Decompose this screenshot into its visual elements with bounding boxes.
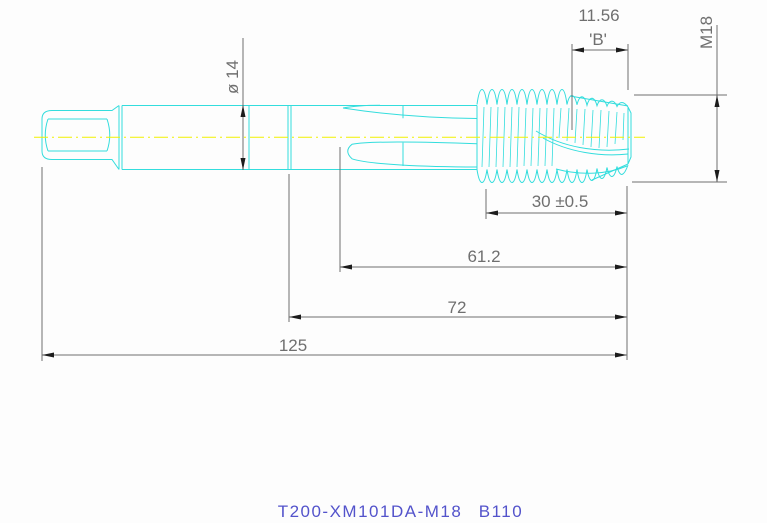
extension-lines — [632, 94, 727, 183]
part-number-label: T200-XM101DA-M18 — [278, 502, 463, 521]
dim-shank-diameter: ø 14 — [223, 60, 242, 94]
arrowhead-right — [615, 210, 627, 216]
dim-body-length: 72 — [448, 298, 467, 317]
dimension-thread-size: M18 — [632, 16, 727, 183]
arrowhead-down — [240, 158, 246, 170]
chamfer-edge-top — [569, 95, 629, 107]
dim-thread-designation: M18 — [697, 16, 716, 49]
top-flute — [342, 104, 478, 119]
dim-overall-length: 125 — [279, 336, 307, 355]
square-end-arcs — [44, 118, 111, 152]
dim-point-length-value: 11.56 — [578, 6, 619, 25]
arrowhead-down — [714, 170, 720, 182]
arrowhead-left — [340, 264, 352, 270]
thread-flank-lines-point — [558, 107, 625, 149]
arrowhead-right — [615, 264, 627, 270]
dimension-flute-length: 61.2 — [339, 147, 627, 272]
arrowhead-right — [616, 47, 628, 53]
dimension-point-length: 11.56 'B' — [571, 6, 629, 130]
dimension-shank-diameter: ø 14 — [223, 38, 246, 170]
square-flat-lines — [48, 118, 107, 152]
dimension-overall-length: 125 — [41, 167, 627, 361]
arrowhead-left — [289, 314, 301, 320]
arrowhead-right — [615, 352, 627, 358]
thread-crest-top-chamfer — [566, 94, 629, 108]
dim-flute-length: 61.2 — [467, 247, 500, 266]
tap-geometry — [41, 88, 632, 184]
body-step-lines — [287, 105, 292, 170]
dimension-thread-length: 30 ±0.5 — [485, 189, 627, 219]
arrowhead-right — [615, 314, 627, 320]
spiral-point-gash — [535, 130, 630, 174]
extension-lines — [571, 44, 629, 130]
dim-thread-length: 30 ±0.5 — [532, 192, 589, 211]
bottom-flute — [347, 141, 478, 168]
arrowhead-up — [714, 95, 720, 107]
tip-face — [627, 106, 632, 165]
order-code-label: B110 — [479, 502, 523, 521]
thread-crest-bottom — [476, 169, 588, 184]
dimension-body-length: 72 — [288, 174, 627, 322]
arrowhead-left — [572, 47, 584, 53]
square-drive-outer — [41, 105, 120, 170]
arrowhead-up — [240, 105, 246, 117]
thread-crest-top — [476, 88, 568, 105]
arrowhead-left — [42, 352, 54, 358]
arrowhead-left — [486, 210, 498, 216]
chamfer-edge-bottom — [591, 163, 629, 181]
dim-point-length-label: 'B' — [589, 30, 607, 49]
